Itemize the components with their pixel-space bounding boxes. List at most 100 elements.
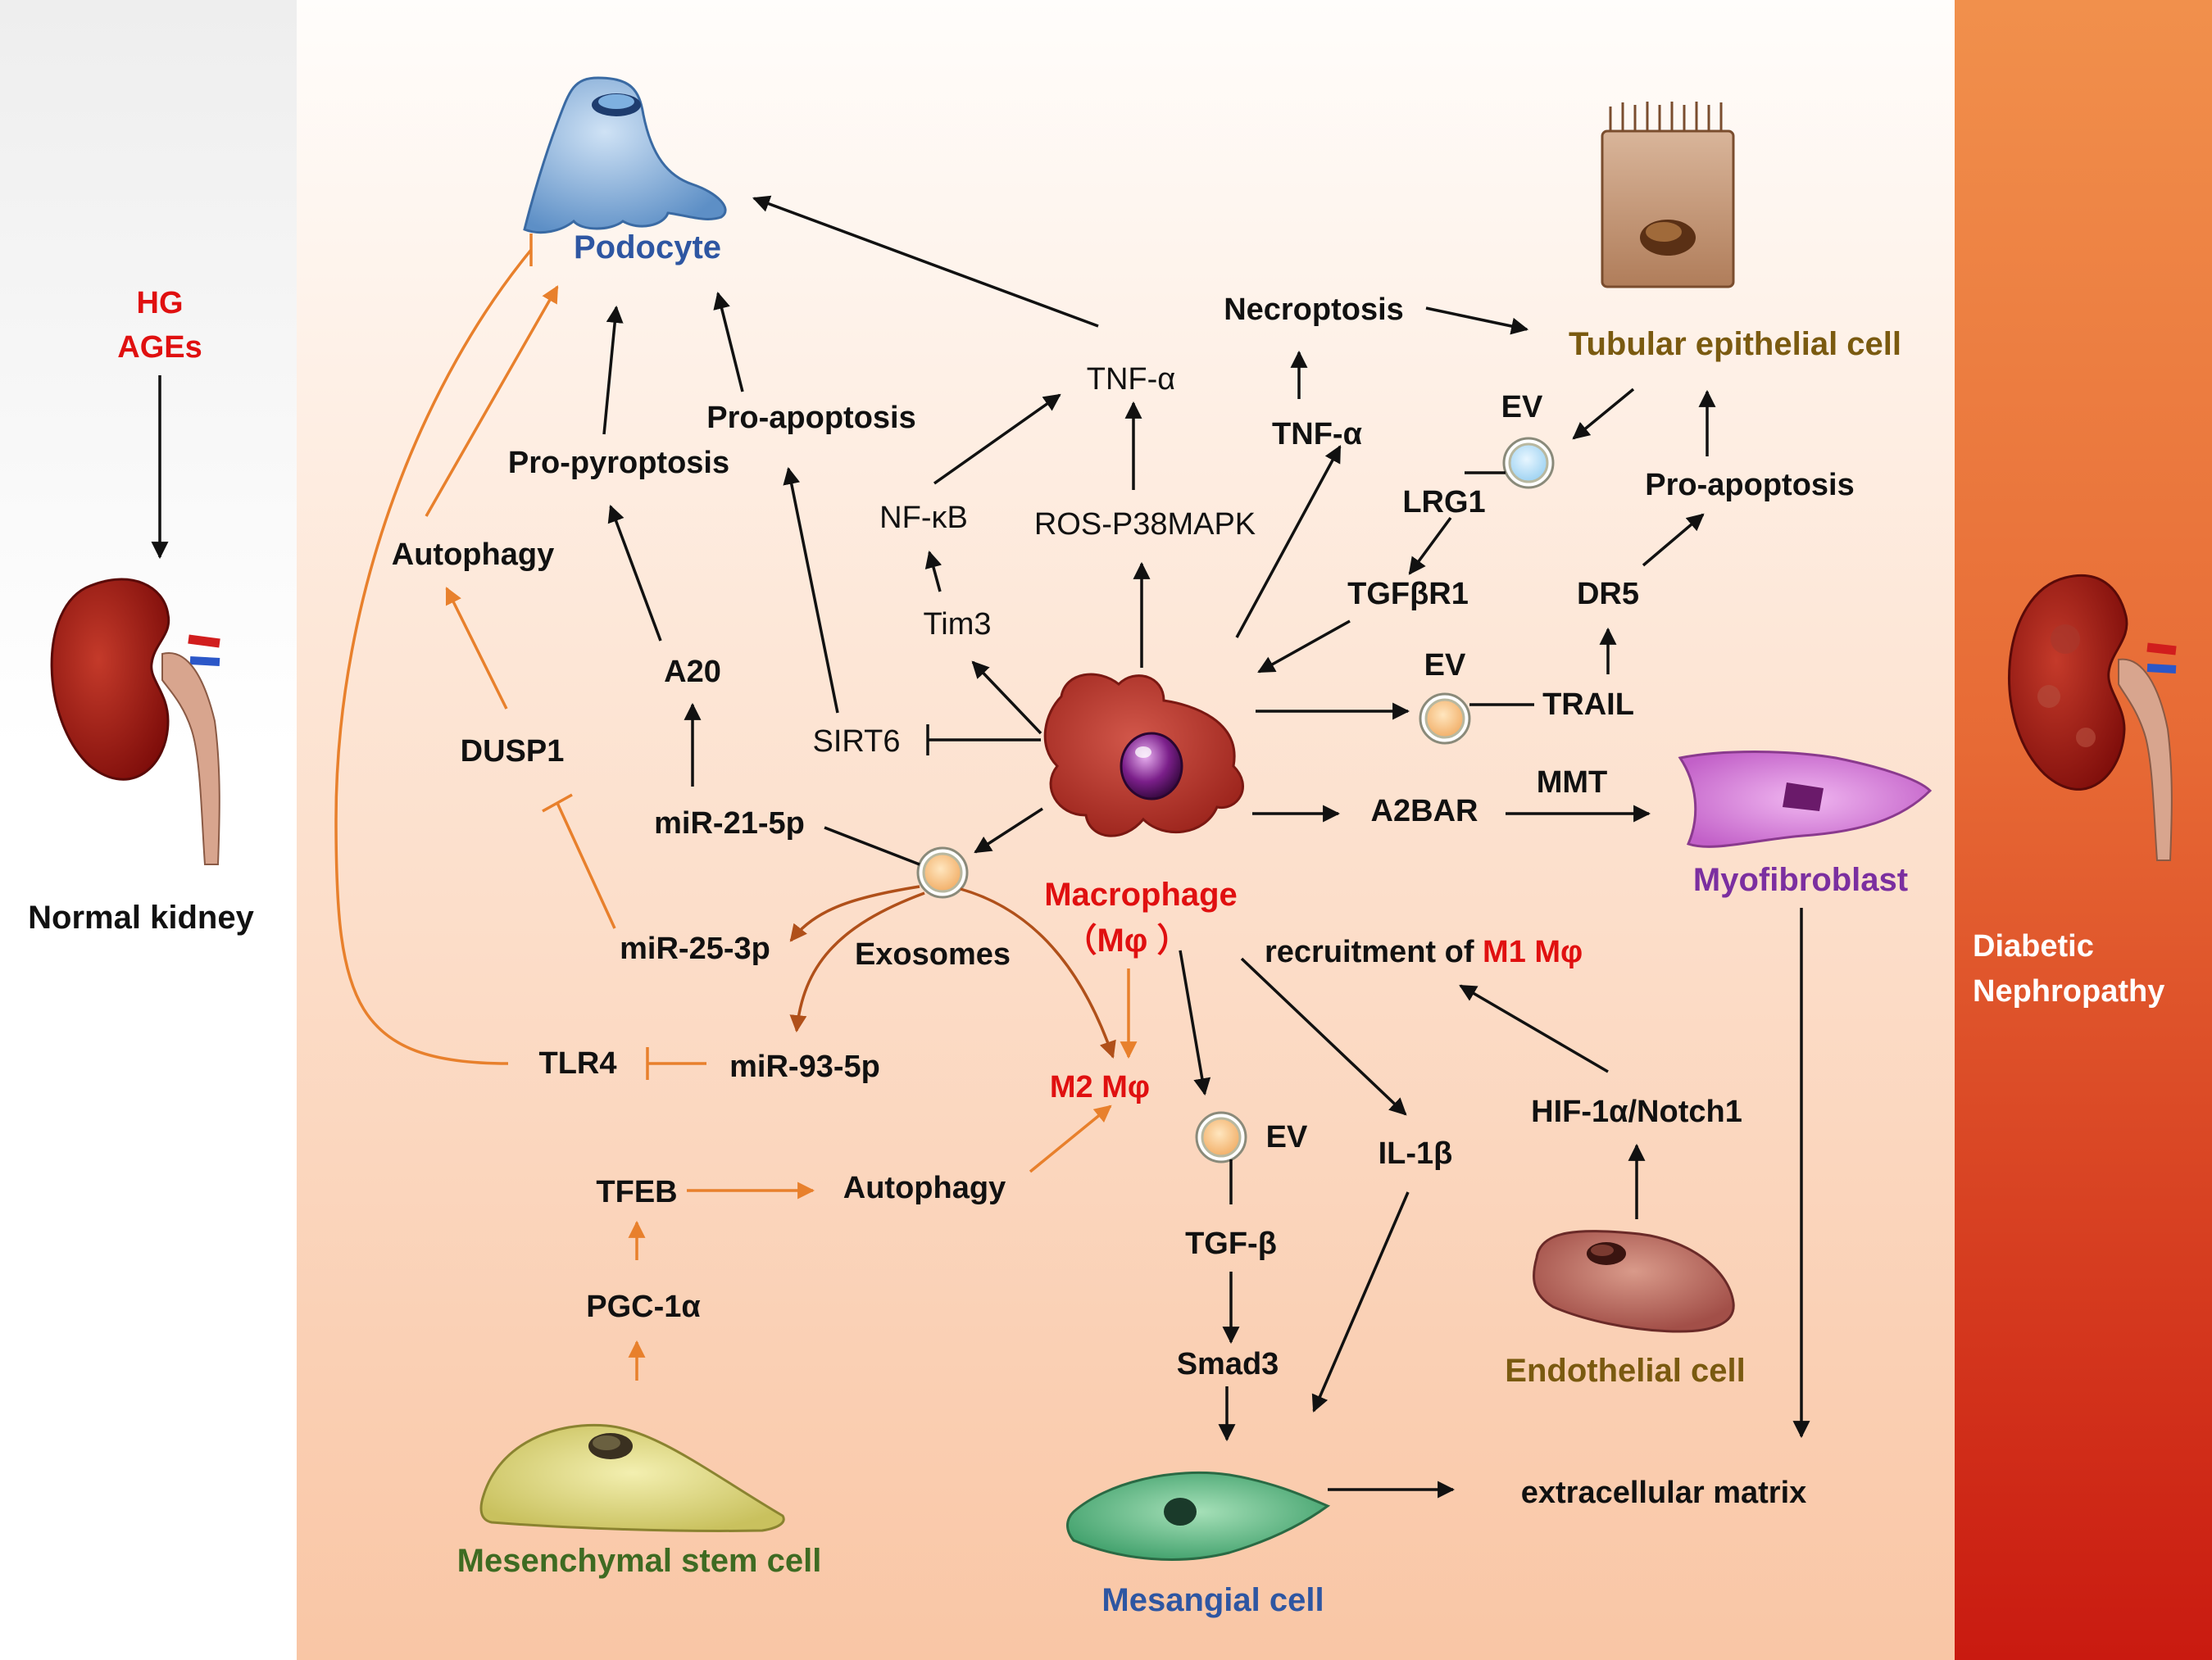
myofibroblast-illustration: [1678, 751, 1933, 848]
arrow-exosome-to-m2: [960, 887, 1116, 1059]
extracellular-matrix: extracellular matrix: [1520, 1476, 1807, 1510]
exosome-vesicle: [916, 846, 969, 899]
exosome-arrows: [789, 885, 1116, 1059]
endothelial-cell-illustration: [1533, 1230, 1735, 1333]
arrow-necroptosis-to-tubular: [1425, 306, 1529, 335]
black-arrows: [151, 195, 1810, 1499]
macrophage-illustration: [1043, 673, 1244, 837]
arrow-a20-to-pyroptosis: [607, 505, 662, 642]
inhibit-bar-dusp1: [542, 793, 573, 813]
endothelial-label: Endothelial cell: [1505, 1353, 1746, 1389]
orange-arrows: [334, 234, 1138, 1381]
hif-notch1: HIF-1α/Notch1: [1531, 1095, 1742, 1129]
inhibit-tlr4-podocyte: [334, 248, 533, 1065]
tgf-beta: TGF-β: [1185, 1227, 1277, 1261]
pro-apoptosis-tubular: Pro-apoptosis: [1645, 468, 1855, 502]
recruitment-m1: recruitment of M1 Mφ: [1265, 937, 1583, 968]
necroptosis: Necroptosis: [1224, 293, 1404, 327]
arrow-tim3-to-nfkb: [924, 550, 942, 592]
tnf-alpha-top: TNF-α: [1086, 362, 1176, 397]
ev-vesicle-tubular: [1502, 437, 1555, 489]
arrow-macrophage-to-exosome: [974, 807, 1043, 854]
podocyte-illustration: [523, 76, 727, 234]
ev-vesicle-mesangial: [1195, 1111, 1247, 1163]
arrow-il1b-to-mesangial: [1311, 1191, 1410, 1413]
sirt6: SIRT6: [812, 724, 901, 759]
arrow-macrophage-to-tnf: [1235, 445, 1342, 638]
arrow-tubular-to-ev: [1572, 388, 1635, 440]
arrow-autophagy-to-podocyte: [425, 285, 559, 517]
arrow-proapoptosis-to-podocyte: [713, 291, 744, 392]
tubular-epithelial-label: Tubular epithelial cell: [1568, 326, 1902, 362]
arrow-exosome-to-mir25: [789, 885, 920, 942]
autophagy-podocyte: Autophagy: [391, 537, 555, 572]
ev-tubular-label: EV: [1501, 390, 1543, 424]
smad3: Smad3: [1176, 1347, 1279, 1381]
macrophage-label: Macrophage: [1044, 877, 1238, 913]
stimulus-ages: AGEs: [117, 330, 202, 365]
pro-pyroptosis: Pro-pyroptosis: [507, 446, 730, 480]
mesenchymal-stem-cell-illustration: [479, 1423, 785, 1532]
black-inhibition: [926, 724, 1041, 755]
arrow-hif-to-recruitment: [1459, 984, 1609, 1073]
arrow-dusp1-to-autophagy: [445, 587, 508, 710]
diabetic-kidney-illustration: [2008, 574, 2177, 861]
lrg1: LRG1: [1402, 485, 1486, 519]
macrophage-abbrev: （Mφ ）: [1064, 923, 1190, 959]
arrow-macrophage-to-tim3: [971, 660, 1042, 735]
inhibit-mir25-dusp1: [556, 802, 616, 929]
diabetic-label-line2: Nephropathy: [1973, 974, 2165, 1009]
mesangial-label: Mesangial cell: [1101, 1582, 1324, 1618]
dr5: DR5: [1576, 577, 1640, 611]
mir-21-5p: miR-21-5p: [654, 806, 805, 841]
arrow-pyroptosis-to-podocyte: [602, 305, 624, 435]
mir-93-5p: miR-93-5p: [729, 1050, 880, 1084]
pro-apoptosis-podocyte: Pro-apoptosis: [706, 401, 916, 435]
mir-25-3p: miR-25-3p: [620, 932, 770, 966]
nf-kb: NF-κB: [879, 501, 968, 535]
arrow-autophagy-to-m2: [1029, 1104, 1112, 1173]
exosomes-label: Exosomes: [854, 937, 1011, 972]
tgfbr1: TGFβR1: [1347, 577, 1469, 611]
myofibroblast-label: Myofibroblast: [1692, 862, 1909, 898]
ros-p38mapk: ROS-P38MAPK: [1033, 507, 1256, 542]
arrow-macrophage-to-il1b: [1240, 957, 1407, 1116]
tlr4: TLR4: [538, 1046, 617, 1081]
stimulus-hg: HG: [136, 286, 184, 320]
tnf-alpha-right: TNF-α: [1272, 417, 1362, 451]
diabetic-label-line1: Diabetic: [1973, 929, 2094, 964]
tfeb: TFEB: [596, 1175, 678, 1209]
ev-trail-label: EV: [1424, 648, 1466, 683]
normal-kidney-illustration: [50, 578, 220, 865]
arrow-tgfbr1-to-macrophage: [1257, 619, 1351, 674]
arrow-macrophage-to-ev-mesangial: [1179, 950, 1211, 1096]
arrow-dr5-to-proapoptosis: [1642, 513, 1705, 567]
recruitment-prefix: recruitment of: [1265, 935, 1474, 969]
link-mir21-to-exosome: [824, 826, 920, 866]
autophagy-msc: Autophagy: [843, 1171, 1006, 1205]
mmt: MMT: [1536, 765, 1608, 800]
normal-kidney-panel: [0, 0, 297, 1660]
arrow-exosome-to-mir93: [789, 891, 925, 1033]
tubular-epithelial-cell-illustration: [1601, 102, 1735, 288]
mesangial-cell-illustration: [1066, 1471, 1331, 1561]
arrow-lrg1-to-tgfbr1: [1408, 516, 1452, 575]
m2-macrophage: M2 Mφ: [1049, 1070, 1151, 1104]
normal-kidney-label: Normal kidney: [28, 900, 254, 936]
recruitment-m1-macrophage: M1 Mφ: [1483, 935, 1583, 969]
arrow-tnf-to-podocyte: [752, 195, 1099, 328]
pgc-1a: PGC-1α: [586, 1290, 701, 1324]
podocyte-label: Podocyte: [573, 229, 722, 265]
dusp1: DUSP1: [460, 734, 565, 769]
ev-mesangial-label: EV: [1265, 1120, 1308, 1154]
il-1b: IL-1β: [1378, 1136, 1453, 1171]
a20: A20: [664, 655, 721, 689]
arrow-sirt6-to-proapoptosis: [783, 466, 839, 714]
msc-label: Mesenchymal stem cell: [456, 1543, 822, 1579]
ev-vesicle-trail: [1419, 692, 1471, 745]
tim3: Tim3: [923, 607, 992, 642]
a2bar: A2BAR: [1370, 794, 1478, 828]
trail: TRAIL: [1542, 687, 1634, 722]
